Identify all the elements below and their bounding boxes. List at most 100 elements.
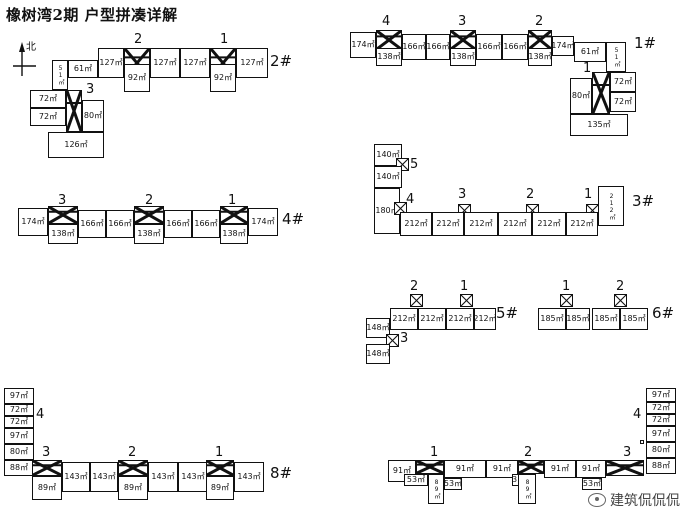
unit-cell: 92㎡: [124, 64, 150, 92]
building-label: 5#: [496, 304, 519, 322]
unit-cell: 91㎡: [486, 460, 518, 478]
unit-area-label: 53㎡: [582, 479, 602, 488]
unit-cell: 166㎡: [476, 34, 502, 60]
core-number: 2: [134, 32, 143, 47]
unit-cell: 72㎡: [646, 414, 676, 426]
stair-core-icon: [32, 460, 62, 476]
unit-area-label: 140㎡: [376, 150, 400, 159]
north-arrow-icon: 北: [10, 38, 40, 78]
unit-cell: 51㎡: [52, 60, 68, 90]
unit-area-label: 174㎡: [251, 217, 275, 226]
unit-area-label: 166㎡: [503, 42, 527, 51]
core-number: 3: [458, 14, 467, 29]
core-number: 2: [535, 14, 544, 29]
core-number: 2: [524, 445, 533, 460]
unit-area-label: 51㎡: [57, 65, 64, 85]
elevator-core-icon: [560, 294, 573, 307]
unit-area-label: 138㎡: [51, 229, 75, 238]
unit-cell: 143㎡: [234, 462, 264, 492]
building-label: 8#: [270, 464, 293, 482]
unit-cell: 89㎡: [118, 476, 148, 500]
core-number: 1: [460, 279, 469, 294]
unit-cell: 148㎡: [366, 318, 390, 338]
unit-cell: 185㎡: [566, 308, 590, 330]
unit-area-label: 212㎡: [503, 219, 527, 228]
unit-area-label: 185㎡: [594, 314, 618, 323]
unit-area-label: 89㎡: [123, 483, 143, 492]
unit-area-label: 166㎡: [426, 42, 450, 51]
wechat-icon: [588, 493, 606, 507]
building-label: 4#: [282, 210, 305, 228]
unit-cell: 166㎡: [402, 34, 426, 60]
unit-area-label: 127㎡: [240, 58, 264, 67]
unit-area-label: 53㎡: [512, 475, 519, 484]
building-label: 2#: [270, 52, 293, 70]
elevator-core-icon: [460, 294, 473, 307]
unit-area-label: 51㎡: [613, 47, 620, 67]
core-number: 3: [86, 82, 95, 97]
unit-area-label: 148㎡: [366, 349, 390, 358]
unit-area-label: 92㎡: [127, 73, 147, 82]
unit-area-label: 72㎡: [38, 112, 58, 121]
unit-area-label: 166㎡: [108, 219, 132, 228]
unit-cell: 72㎡: [610, 92, 636, 112]
unit-cell: 127㎡: [150, 48, 180, 78]
unit-area-label: 135㎡: [587, 120, 611, 129]
unit-area-label: 53㎡: [406, 475, 426, 484]
unit-cell: 185㎡: [592, 308, 620, 330]
unit-cell: 80㎡: [82, 100, 104, 132]
unit-area-label: 61㎡: [580, 47, 600, 56]
north-label: 北: [26, 42, 36, 53]
unit-area-label: 80㎡: [9, 447, 29, 456]
unit-cell: 126㎡: [48, 132, 104, 158]
stair-core-icon: [118, 460, 148, 476]
unit-area-label: 127㎡: [183, 58, 207, 67]
core-number: 2: [526, 187, 535, 202]
unit-cell: 138㎡: [376, 48, 402, 66]
unit-cell: 72㎡: [646, 402, 676, 414]
unit-cell: 212㎡: [464, 212, 498, 236]
stair-core-icon: [220, 206, 248, 224]
unit-area-label: 174㎡: [351, 40, 375, 49]
unit-area-label: 143㎡: [237, 472, 261, 481]
unit-area-label: 91㎡: [581, 464, 601, 473]
stair-core-icon: [66, 90, 82, 132]
unit-area-label: 185㎡: [622, 314, 646, 323]
unit-area-label: 138㎡: [137, 229, 161, 238]
unit-area-label: 148㎡: [366, 323, 390, 332]
unit-area-label: 92㎡: [213, 73, 233, 82]
unit-cell: 143㎡: [148, 462, 178, 492]
unit-cell: 53㎡: [444, 478, 462, 490]
unit-cell: 185㎡: [538, 308, 566, 330]
unit-cell: 89㎡: [518, 474, 536, 504]
building-label: 3#: [632, 192, 655, 210]
unit-cell: 143㎡: [62, 462, 90, 492]
unit-cell: 72㎡: [30, 108, 66, 126]
unit-cell: 97㎡: [646, 426, 676, 442]
stair-core-icon: [48, 206, 78, 224]
unit-area-label: 185㎡: [540, 314, 564, 323]
unit-cell: 88㎡: [4, 460, 34, 476]
unit-area-label: 166㎡: [477, 42, 501, 51]
unit-cell: 212㎡: [400, 212, 432, 236]
unit-cell: 72㎡: [30, 90, 66, 108]
unit-area-label: 212㎡: [537, 219, 561, 228]
unit-area-label: 185㎡: [566, 314, 590, 323]
unit-cell: 212㎡: [498, 212, 532, 236]
unit-area-label: 88㎡: [651, 461, 671, 470]
core-number: 3: [58, 193, 67, 208]
unit-cell: 166㎡: [164, 210, 192, 238]
core-number: 3: [400, 331, 409, 346]
unit-cell: 166㎡: [106, 210, 134, 238]
unit-area-label: 97㎡: [651, 429, 671, 438]
unit-cell: 91㎡: [640, 440, 644, 444]
unit-cell: 174㎡: [248, 208, 278, 236]
unit-area-label: 53㎡: [444, 479, 462, 488]
core-number: 2: [616, 279, 625, 294]
core-number: 4: [382, 14, 391, 29]
unit-area-label: 140㎡: [376, 172, 400, 181]
unit-area-label: 138㎡: [377, 52, 401, 61]
unit-cell: 148㎡: [366, 344, 390, 364]
unit-cell: 166㎡: [192, 210, 220, 238]
